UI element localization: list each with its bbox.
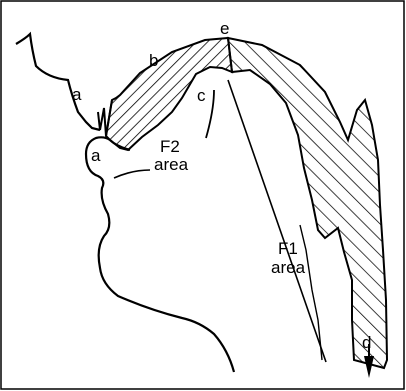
upper-face-outline [16,34,100,130]
label-c: c [197,86,206,105]
label-b: b [149,51,158,70]
pharynx-cavity-hatch [228,38,387,368]
f2-arc [114,170,150,178]
label-e: e [220,19,229,38]
downward-arrow-icon [364,356,374,378]
label-f1-line1: F1 [278,239,298,258]
label-f1-line2: area [271,258,306,277]
label-a-upper: a [72,85,82,104]
label-d: d [362,333,371,352]
label-f2-line1: F2 [160,137,180,156]
label-a-lower: a [91,146,101,165]
tongue-arc [206,90,214,138]
label-f2-line2: area [154,155,189,174]
